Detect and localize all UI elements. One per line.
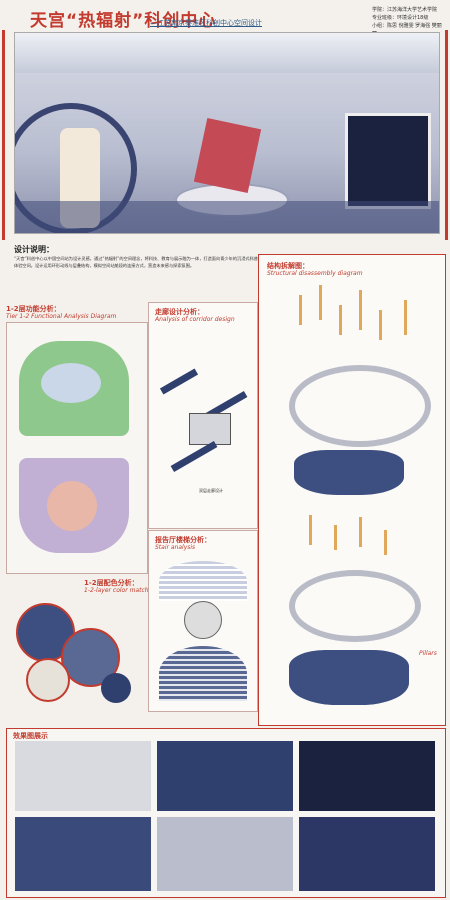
- stair-panel: 报告厅楼梯分析： Stair analysis: [148, 530, 258, 712]
- pillars-label: Pillars: [419, 650, 437, 657]
- struct-title-cn: 结构拆解图：: [267, 262, 309, 270]
- stair-title-en: Stair analysis: [155, 544, 196, 551]
- struct-title-en: Structural disassembly diagram: [267, 270, 363, 277]
- render-exhibit: [15, 817, 151, 891]
- stair-title-cn: 报告厅楼梯分析：: [155, 536, 211, 544]
- beam: [379, 310, 382, 340]
- window-screen: [345, 113, 431, 209]
- beam: [339, 305, 342, 335]
- beam: [319, 285, 322, 320]
- func-title-cn: 1-2层功能分析：: [6, 305, 61, 313]
- beam: [359, 290, 362, 330]
- floor1-model: [289, 650, 409, 705]
- render-lab: [157, 741, 293, 811]
- color-panel: [6, 598, 146, 708]
- stair-top: [159, 561, 247, 601]
- design-note-title: 设计说明：: [14, 245, 54, 254]
- beam: [334, 525, 337, 550]
- beam: [404, 300, 407, 335]
- func-panel: [6, 322, 148, 574]
- renders-panel: 效果图展示: [6, 728, 446, 898]
- poster-subtitle: —江苏南京秦淮区科创中心空间设计: [150, 19, 262, 27]
- solar-panel: [159, 368, 199, 395]
- floor: [15, 201, 439, 233]
- ceiling: [15, 33, 439, 73]
- color-title-en: 1-2-layer color matching: [84, 587, 158, 594]
- render-meeting: [299, 741, 435, 811]
- color-circle-3: [26, 658, 70, 702]
- hero-render: [14, 32, 440, 234]
- station-core: [189, 413, 231, 445]
- beam: [359, 517, 362, 547]
- color-title-cn: 1-2层配色分析：: [84, 579, 139, 587]
- render-classroom: [15, 741, 151, 811]
- hologram-cube: [193, 117, 262, 194]
- render-auditorium: [157, 817, 293, 891]
- floor2-model: [294, 450, 404, 495]
- beam: [384, 530, 387, 555]
- beam: [299, 295, 302, 325]
- poster-title: 天宫“热辐射”科创中心: [30, 11, 217, 31]
- corridor-note: 双层走廊设计: [199, 488, 223, 493]
- ring-structure-lower: [289, 570, 421, 642]
- school-line: 专业班级：环境设计18级: [372, 15, 429, 21]
- solar-panel: [170, 440, 218, 473]
- render-corridor: [299, 817, 435, 891]
- stair-bottom: [159, 646, 247, 701]
- beam: [309, 515, 312, 545]
- red-border-left: [2, 30, 5, 240]
- design-text: “天宫”科创中心以中国空间站为设计灵感，通过“热辐射”的空间理念，将科技、教育与…: [14, 256, 258, 268]
- corridor-title-en: Analysis of corridor design: [155, 316, 235, 323]
- func-title-en: Tier 1-2 Functional Analysis Diagram: [6, 313, 117, 320]
- ring-structure: [289, 365, 431, 447]
- corridor-panel: 走廊设计分析： Analysis of corridor design 双层走廊…: [148, 302, 258, 529]
- red-border-right: [445, 30, 448, 240]
- color-circle-4: [101, 673, 131, 703]
- struct-panel: 结构拆解图： Structural disassembly diagram Pi…: [258, 254, 446, 726]
- school-line: 学院：江苏海洋大学艺术学院: [372, 7, 438, 13]
- floor1-hall: [41, 363, 101, 403]
- stair-sphere: [184, 601, 222, 639]
- corridor-title-cn: 走廊设计分析：: [155, 308, 204, 316]
- renders-title: 效果图展示: [13, 732, 48, 740]
- floor2-hall: [47, 481, 97, 531]
